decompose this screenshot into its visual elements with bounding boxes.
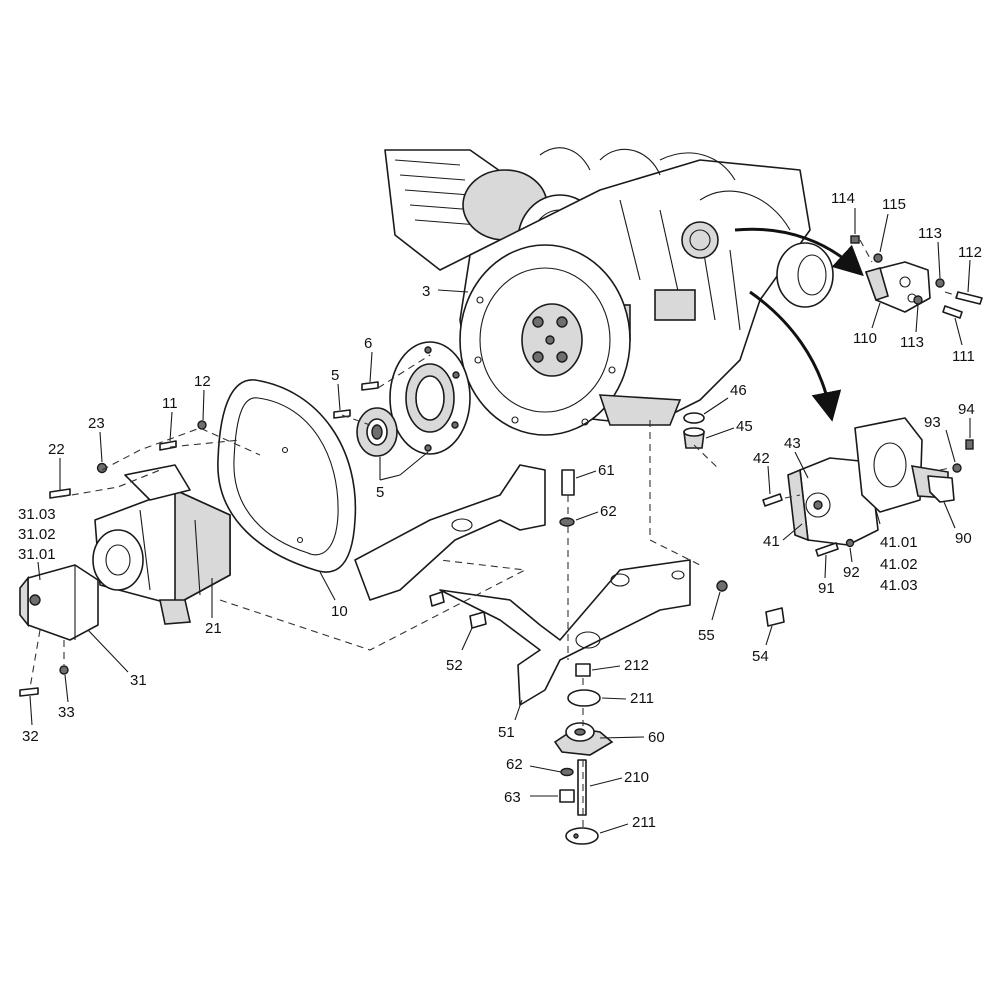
callout-31-02: 31.02 <box>18 526 56 543</box>
callout-91: 91 <box>818 580 835 597</box>
nut-212 <box>575 663 591 677</box>
callout-110: 110 <box>853 330 877 347</box>
callout-210: 210 <box>624 769 649 786</box>
washer-211-upper <box>567 689 601 707</box>
callout-3: 3 <box>422 283 430 300</box>
bolt-54 <box>765 607 785 627</box>
hydraulic-pump-21 <box>92 464 231 625</box>
callout-31-01: 31.01 <box>18 546 56 563</box>
stud-210 <box>577 759 587 816</box>
callout-43: 43 <box>784 435 801 452</box>
callout-42: 42 <box>753 450 770 467</box>
callout-63: 63 <box>504 789 521 806</box>
bolt-91 <box>815 542 839 557</box>
callout-23: 23 <box>88 415 105 432</box>
bolt-11 <box>159 440 177 451</box>
bolt-114 <box>850 235 860 244</box>
gear-pump-41 <box>787 457 879 546</box>
coupling-flange-5 <box>389 341 471 455</box>
callout-41-01: 41.01 <box>880 534 918 551</box>
callout-41: 41 <box>763 533 780 550</box>
mounting-bracket-51 <box>354 464 691 706</box>
callout-11: 11 <box>162 395 178 412</box>
nut-63 <box>559 789 575 803</box>
callout-31: 31 <box>130 672 147 689</box>
callout-112: 112 <box>958 244 982 261</box>
callout-113b: 113 <box>900 334 924 351</box>
callout-212: 212 <box>624 657 649 674</box>
detail-arrow-upper <box>734 227 864 277</box>
washer-62-lower <box>560 767 574 777</box>
callout-22: 22 <box>48 441 65 458</box>
callout-211b: 211 <box>632 814 656 831</box>
bolt-frame <box>429 591 445 607</box>
assembly-dashed-lines <box>29 239 959 828</box>
callout-90: 90 <box>955 530 972 547</box>
callout-111: 111 <box>952 348 975 365</box>
callout-5a: 5 <box>331 367 339 384</box>
callout-114: 114 <box>831 190 855 207</box>
adapter-plate-10 <box>217 379 357 573</box>
bracket-110 <box>864 261 931 313</box>
bolt-42 <box>762 493 783 507</box>
bracket-90 <box>927 475 955 503</box>
callout-51: 51 <box>498 724 515 741</box>
callout-62b: 62 <box>506 756 523 773</box>
callout-62a: 62 <box>600 503 617 520</box>
washer-113-upper <box>935 278 945 288</box>
washer-113-lower <box>913 295 923 305</box>
bolt-112 <box>955 291 983 305</box>
washer-62-upper <box>559 517 575 527</box>
callout-115: 115 <box>882 196 906 213</box>
callout-10: 10 <box>331 603 348 620</box>
callout-61: 61 <box>598 462 615 479</box>
washer-33 <box>59 665 69 675</box>
callout-41-03: 41.03 <box>880 577 918 594</box>
callout-46: 46 <box>730 382 747 399</box>
washer-211-lower <box>565 827 599 845</box>
callout-92: 92 <box>843 564 860 581</box>
callout-113a: 113 <box>918 225 942 242</box>
callout-45: 45 <box>736 418 753 435</box>
callout-41-02: 41.02 <box>880 556 918 573</box>
callout-32: 32 <box>22 728 39 745</box>
washer-12 <box>197 420 207 430</box>
callout-21: 21 <box>205 620 222 637</box>
callout-52: 52 <box>446 657 463 674</box>
callout-93: 93 <box>924 414 941 431</box>
washer-55 <box>716 580 728 592</box>
washer-93 <box>952 463 962 473</box>
engine-assembly <box>384 147 834 436</box>
bolt-61 <box>561 469 575 496</box>
vibration-damper-60 <box>553 722 614 756</box>
bolt-52 <box>469 611 487 629</box>
bolt-32 <box>19 687 39 697</box>
callout-60: 60 <box>648 729 665 746</box>
bolt-94 <box>965 439 974 450</box>
callout-55: 55 <box>698 627 715 644</box>
callout-33: 33 <box>58 704 75 721</box>
callout-6: 6 <box>364 335 372 352</box>
washer-115 <box>873 253 883 263</box>
bolt-111 <box>942 305 963 319</box>
callout-54: 54 <box>752 648 769 665</box>
callout-211a: 211 <box>630 690 654 707</box>
washer-92 <box>845 538 855 548</box>
seal-46 <box>683 412 705 424</box>
charge-pump-31 <box>19 564 99 641</box>
coupling-hub-5 <box>356 407 398 457</box>
detail-arrow-lower <box>749 290 842 422</box>
bolt-6 <box>361 381 379 391</box>
callout-5b: 5 <box>376 484 384 501</box>
callout-12: 12 <box>194 373 211 390</box>
pump-flange-41 <box>854 417 949 513</box>
callout-31-03: 31.03 <box>18 506 56 523</box>
callout-94: 94 <box>958 401 975 418</box>
